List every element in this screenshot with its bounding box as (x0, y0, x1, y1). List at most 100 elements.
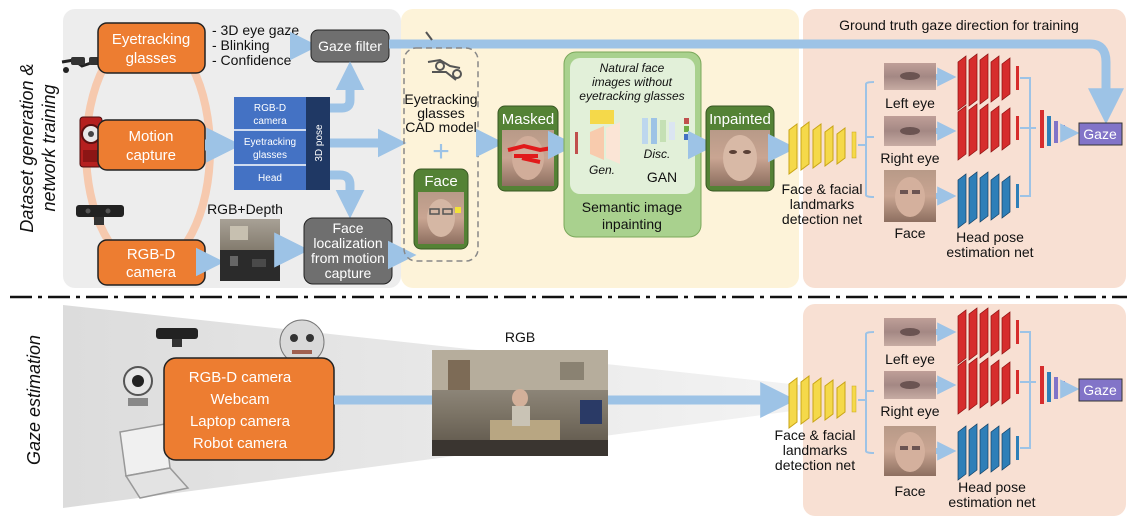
pose-3d-label: 3D pose (314, 124, 325, 162)
pose-item-head: Head (258, 173, 282, 184)
device-laptop-camera: Laptop camera (190, 413, 291, 430)
discriminator-net-icon (642, 118, 689, 144)
semantic-inpainting-label-1: Semantic image (582, 199, 683, 215)
gaze-output-bottom-label: Gaze (1083, 382, 1117, 398)
pose-3d-block (234, 97, 330, 190)
landmarks-net-bottom-label-1: Face & facial (775, 427, 856, 443)
input-devices-box (163, 357, 335, 461)
landmarks-net-bottom (788, 375, 857, 429)
disc-label: Disc. (644, 147, 671, 161)
face-localization-label-4: capture (325, 265, 372, 281)
natural-faces-label-3: eyetracking glasses (579, 89, 684, 103)
natural-faces-label-2: images without (592, 75, 673, 89)
arrow-pose-to-localization (330, 170, 365, 219)
merge-lines-top (1020, 77, 1036, 197)
eye-output-blinking: - Blinking (212, 37, 270, 53)
face-image-top (884, 170, 936, 222)
rgb-depth-image (220, 219, 280, 281)
laptop-icon (119, 423, 190, 499)
landmarks-net-top (788, 121, 857, 175)
natural-faces-label-1: Natural face (600, 61, 665, 75)
cad-model-label-1: Eyetracking (404, 91, 477, 107)
gen-label: Gen. (589, 163, 615, 177)
ground-truth-label: Ground truth gaze direction for training (839, 17, 1079, 33)
face-with-glasses-image (418, 192, 464, 244)
right-eye-image-top (884, 116, 936, 146)
head-pose-net-bottom-label-2: estimation net (948, 494, 1035, 510)
arrow-ground-truth (389, 39, 1124, 125)
face-box-label: Face (424, 173, 457, 190)
pose-item-glasses: Eyetracking (244, 137, 296, 148)
gan-inner-box (570, 58, 695, 194)
head-pose-net-bottom (957, 423, 1019, 481)
landmarks-net-top-label-2: landmarks (790, 196, 855, 212)
head-pose-net-top-label-2: estimation net (946, 244, 1033, 260)
gaze-output-top-label: Gaze (1083, 126, 1117, 142)
landmarks-net-top-label-1: Face & facial (782, 181, 863, 197)
eyetracking-glasses-label-1: Eyetracking (112, 31, 190, 48)
cad-model-label-3: CAD model (405, 119, 477, 135)
rgb-depth-label: RGB+Depth (207, 201, 283, 217)
motion-capture-label-2: capture (126, 147, 176, 164)
right-eye-net-bottom (957, 357, 1019, 415)
webcam-icon (123, 366, 153, 406)
face-localization-label-2: localization (313, 235, 382, 251)
eye-output-gaze: - 3D eye gaze (212, 22, 299, 38)
left-eye-image-bottom (884, 318, 936, 346)
landmarks-net-top-label-3: detection net (782, 211, 862, 227)
kinect-icon-bottom (156, 328, 198, 347)
landmarks-net-bottom-label-3: detection net (775, 457, 855, 473)
device-robot-camera: Robot camera (193, 435, 288, 452)
rgbd-camera-label-1: RGB-D (127, 246, 176, 263)
eye-output-confidence: - Confidence (212, 52, 292, 68)
gan-label: GAN (647, 169, 677, 185)
semantic-inpainting-label-2: inpainting (602, 216, 662, 232)
gaze-filter-label: Gaze filter (318, 38, 382, 54)
face-label-bottom: Face (894, 483, 925, 499)
rgb-label: RGB (505, 329, 535, 345)
side-label-top-2: network training (39, 84, 59, 211)
motion-capture-label-1: Motion (128, 128, 173, 145)
inpainted-face-image (710, 130, 770, 186)
merge-lines-bottom (1020, 331, 1036, 449)
bracket-top (858, 81, 875, 198)
kinect-icon (76, 205, 124, 225)
plus-sign: + (432, 135, 450, 168)
face-localization-label-1: Face (332, 220, 363, 236)
inpainted-label: Inpainted (709, 111, 771, 128)
eyetracking-glasses-box (97, 22, 206, 74)
right-eye-label-top: Right eye (880, 150, 939, 166)
eyetracking-glasses-label-2: glasses (126, 50, 177, 67)
gaze-output-top (1078, 122, 1123, 146)
face-localization-label-3: from motion (311, 250, 385, 266)
left-eye-label-bottom: Left eye (885, 351, 935, 367)
cad-model-label-2: glasses (417, 105, 464, 121)
device-webcam: Webcam (211, 391, 270, 408)
side-label-top-1: Dataset generation & (17, 63, 37, 232)
arrow-pose-to-filter (330, 61, 365, 113)
pose-item-glasses-2: glasses (253, 150, 287, 161)
left-eye-image-top (884, 63, 936, 90)
cad-glasses-icon (425, 31, 462, 81)
masked-label: Masked (502, 111, 555, 128)
right-eye-net-top (957, 103, 1019, 161)
bracket-bottom (858, 331, 875, 454)
pose-item-rgbd: RGB-D (254, 103, 286, 114)
face-label-top: Face (894, 225, 925, 241)
head-pose-net-bottom-label-1: Head pose (958, 479, 1026, 495)
pose-item-rgbd-2: camera (253, 116, 287, 127)
rgbd-camera-label-2: camera (126, 264, 177, 281)
gaze-output-bottom (1078, 378, 1123, 402)
landmarks-net-bottom-label-2: landmarks (783, 442, 848, 458)
motion-capture-icon (79, 116, 103, 168)
head-pose-net-top-label-1: Head pose (956, 229, 1024, 245)
head-pose-net-top (957, 171, 1019, 229)
side-label-bottom: Gaze estimation (24, 335, 44, 465)
device-rgbd-camera: RGB-D camera (189, 369, 292, 386)
left-eye-label-top: Left eye (885, 95, 935, 111)
right-eye-label-bottom: Right eye (880, 403, 939, 419)
rgb-scene-image (432, 350, 608, 456)
masked-face-image (502, 130, 554, 186)
generator-net-icon (575, 110, 620, 164)
